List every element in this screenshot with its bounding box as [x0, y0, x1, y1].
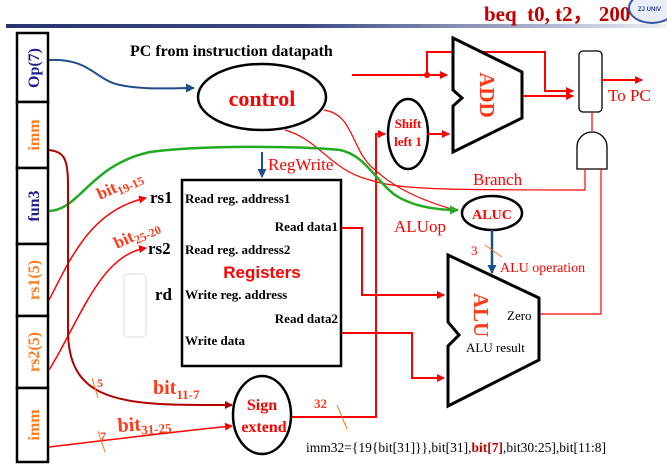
field-box-op — [15, 31, 50, 104]
placeholder-box — [123, 273, 147, 338]
instruction-fields: Op(7) imm fun3 rs1(5) rs2(5) imm — [15, 31, 50, 464]
bit-25-20-main: bit — [111, 227, 137, 253]
field-label-rs2: rs2(5) — [26, 332, 43, 372]
field-box-imm-lower — [15, 386, 50, 464]
sign-extend-unit — [231, 374, 293, 456]
field-label-rs1: rs1(5) — [26, 260, 43, 300]
aluc-label: ALUC — [472, 208, 512, 223]
control-unit — [196, 62, 328, 132]
field-box-imm-upper — [15, 100, 50, 170]
rs2-wire — [48, 245, 147, 371]
alu-unit — [446, 252, 541, 409]
zero-label: Zero — [507, 308, 532, 323]
field-box-fun3 — [15, 166, 50, 246]
bit-11-7-sub: 11-7 — [176, 387, 200, 402]
rs1-port-label: rs1 — [150, 188, 173, 207]
read-data1-wire — [342, 227, 445, 299]
alu-op-width-label: 3 — [471, 243, 478, 258]
imm-lower-wire — [48, 422, 233, 448]
pc-source-label: PC from instruction datapath — [130, 43, 333, 60]
register-file — [180, 178, 343, 368]
bit-31-25-label: bit31-25 — [117, 411, 173, 439]
imm32-formula-highlight: bit[7] — [472, 440, 504, 455]
field-label-imm-upper: imm — [26, 119, 43, 151]
field-box-rs1 — [15, 242, 50, 318]
fun3-wire — [48, 145, 459, 215]
imm32-formula: imm32={19{bit[31]}},bit[31],bit[7],bit30… — [306, 440, 606, 455]
width-32-label: 32 — [314, 396, 327, 411]
pc-mux — [578, 50, 603, 113]
and-gate — [576, 131, 608, 170]
shift-label-2: left 1 — [394, 134, 422, 149]
bit-19-15-main: bit — [94, 178, 120, 204]
width-32-tick — [336, 404, 348, 430]
field-label-fun3: fun3 — [26, 190, 43, 221]
width-5-tick — [91, 377, 99, 399]
width-7-tick — [97, 430, 106, 453]
to-pc-label: To PC — [608, 86, 651, 105]
read-data2-label: Read data2 — [275, 311, 338, 326]
zero-to-and-wire — [538, 169, 602, 315]
alu-op-width-tick — [484, 244, 503, 258]
imm32-wire — [292, 130, 386, 418]
width-5-label: 5 — [97, 376, 103, 390]
pc-to-mux-wire — [426, 51, 574, 95]
bit-11-7-main: bit — [153, 377, 177, 399]
alu-label: ALU — [469, 293, 493, 337]
opcode-wire — [48, 58, 195, 93]
rs1-wire — [48, 195, 147, 301]
width-7-label: 7 — [100, 429, 106, 443]
write-data-label: Write data — [185, 333, 246, 348]
branch-label: Branch — [473, 170, 523, 189]
read-data1-label: Read data1 — [275, 219, 338, 234]
bit-31-25-main: bit — [117, 413, 142, 437]
logo-text: ZJ UNIV — [638, 7, 662, 13]
bit-11-7-label: bit11-7 — [153, 377, 200, 402]
rd-port-label: rd — [155, 285, 173, 304]
header-rule — [6, 24, 667, 28]
read-data2-wire — [342, 332, 445, 382]
shift-label-1: Shift — [395, 116, 422, 131]
imm32-formula-suffix: ,bit30:25],bit[11:8] — [503, 440, 606, 455]
add-label: ADD — [475, 72, 499, 118]
read-address2-label: Read reg. address2 — [185, 242, 290, 257]
sign-extend-label-1: Sign — [247, 397, 277, 414]
imm-upper-wire — [48, 149, 233, 409]
rs2-port-label: rs2 — [148, 239, 171, 258]
registers-label: Registers — [223, 263, 300, 282]
sign-extend-label-2: extend — [241, 419, 286, 436]
alu-result-label: ALU result — [466, 340, 525, 355]
field-label-imm-lower: imm — [26, 409, 43, 441]
write-address-label: Write reg. address — [185, 287, 287, 302]
field-label-op: Op(7) — [26, 48, 43, 88]
imm32-formula-prefix: imm32={19{bit[31]}},bit[31], — [306, 440, 472, 455]
bit-31-25-sub: 31-25 — [141, 420, 173, 437]
add-unit — [451, 35, 524, 155]
control-label: control — [229, 86, 296, 111]
alu-operation-label: ALU operation — [500, 261, 585, 276]
aluop-wire — [323, 109, 456, 211]
slide-title: beq t0, t2， 200 — [484, 2, 631, 26]
aluop-label: ALUop — [394, 217, 446, 236]
bit-19-15-sub: 19-15 — [115, 173, 146, 198]
regwrite-label: RegWrite — [268, 155, 333, 174]
read-address1-label: Read reg. address1 — [185, 191, 290, 206]
